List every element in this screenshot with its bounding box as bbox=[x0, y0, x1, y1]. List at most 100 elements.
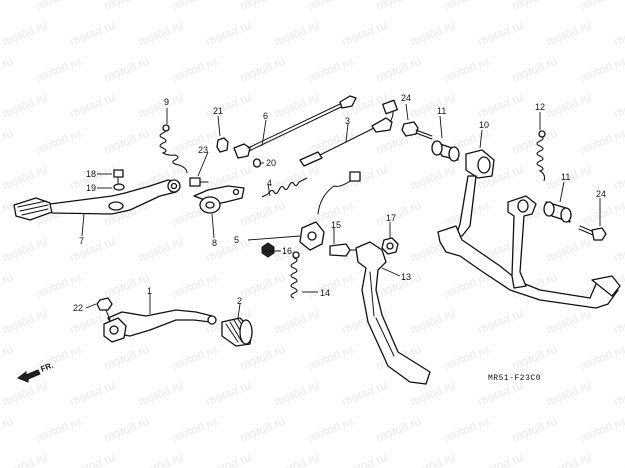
watermark-text: motod.ru bbox=[136, 234, 185, 265]
rubber-peg-2 bbox=[221, 317, 253, 347]
watermark-text: motod.ru bbox=[136, 450, 185, 468]
watermark-text: motod.ru bbox=[68, 450, 117, 468]
watermark-text: motod.ru bbox=[578, 126, 625, 157]
callout-5: 5 bbox=[234, 235, 239, 245]
watermark-text: motod.ru bbox=[34, 270, 83, 301]
watermark-text: motod.ru bbox=[170, 54, 219, 85]
watermark-text: motod.ru bbox=[102, 270, 151, 301]
watermark-text: motod.ru bbox=[102, 0, 151, 13]
watermark-text: motod.ru bbox=[136, 378, 185, 409]
watermark-text: motod.ru bbox=[272, 306, 321, 337]
collar-11-right bbox=[543, 201, 572, 223]
watermark-text: motod.ru bbox=[0, 270, 15, 301]
callout-labels: 1 2 3 4 5 6 7 8 9 10 11 11 12 13 14 15 1… bbox=[73, 93, 606, 313]
callout-13: 13 bbox=[401, 272, 411, 282]
callout-7: 7 bbox=[79, 236, 84, 246]
callout-16: 16 bbox=[282, 246, 292, 256]
watermark-text: motod.ru bbox=[306, 0, 355, 13]
spring-5 bbox=[299, 171, 361, 251]
watermark-text: motod.ru bbox=[238, 0, 287, 13]
watermark-text: motod.ru bbox=[0, 378, 49, 409]
callout-24-right: 24 bbox=[596, 189, 606, 199]
watermark-text: motod.ru bbox=[0, 414, 15, 445]
watermark-text: motod.ru bbox=[68, 234, 117, 265]
watermark-text: motod.ru bbox=[510, 414, 559, 445]
watermark-text: motod.ru bbox=[306, 54, 355, 85]
watermark-text: motod.ru bbox=[272, 18, 321, 49]
watermark-text: motod.ru bbox=[136, 90, 185, 121]
watermark-text: motod.ru bbox=[204, 450, 253, 468]
watermark-text: motod.ru bbox=[408, 306, 457, 337]
watermark-text: motod.ru bbox=[578, 54, 625, 85]
watermark-text: motod.ru bbox=[612, 378, 625, 409]
watermark-text: motod.ru bbox=[510, 0, 559, 13]
watermark-text: motod.ru bbox=[612, 90, 625, 121]
callout-11-right: 11 bbox=[561, 172, 570, 182]
watermark-text: motod.ru bbox=[374, 198, 423, 229]
watermark-text: motod.ru bbox=[170, 126, 219, 157]
watermark-text: motod.ru bbox=[136, 18, 185, 49]
watermark-text: motod.ru bbox=[34, 0, 83, 13]
watermark-text: motod.ru bbox=[68, 378, 117, 409]
watermark-text: motod.ru bbox=[544, 378, 593, 409]
watermark-text: motod.ru bbox=[306, 414, 355, 445]
watermark-text: motod.ru bbox=[306, 342, 355, 373]
watermark-text: motod.ru bbox=[578, 414, 625, 445]
watermark-text: motod.ru bbox=[34, 54, 83, 85]
watermark-text: motod.ru bbox=[612, 162, 625, 193]
watermark-text: motod.ru bbox=[170, 414, 219, 445]
watermark-text: motod.ru bbox=[612, 18, 625, 49]
front-direction-arrow bbox=[16, 369, 41, 383]
callout-17: 17 bbox=[386, 213, 396, 223]
diagram-code: MR51-F23C0 bbox=[488, 374, 541, 383]
watermark-text: motod.ru bbox=[612, 306, 625, 337]
watermark-text: motod.ru bbox=[0, 0, 15, 13]
watermark-text: motod.ru bbox=[0, 18, 49, 49]
main-stand-10 bbox=[437, 149, 621, 309]
watermark-text: motod.ru bbox=[0, 306, 49, 337]
watermark-text: motod.ru bbox=[272, 162, 321, 193]
watermark-text: motod.ru bbox=[374, 270, 423, 301]
watermark-text: motod.ru bbox=[442, 0, 491, 13]
watermark-text: motod.ru bbox=[510, 54, 559, 85]
spring-4 bbox=[261, 177, 308, 198]
callout-4: 4 bbox=[267, 178, 272, 188]
watermark-text: motod.ru bbox=[238, 414, 287, 445]
watermark-text: motod.ru bbox=[0, 234, 49, 265]
callout-6: 6 bbox=[263, 111, 268, 121]
side-stand-13 bbox=[355, 241, 431, 385]
callout-1: 1 bbox=[147, 286, 152, 296]
watermark-text: motod.ru bbox=[0, 126, 15, 157]
bolt-24-top bbox=[401, 121, 433, 140]
collar-11-top bbox=[431, 140, 460, 162]
watermark-text: motod.ru bbox=[238, 54, 287, 85]
spring-12 bbox=[536, 130, 546, 182]
watermark-text: motod.ru bbox=[0, 54, 15, 85]
watermark-text: motod.ru bbox=[442, 414, 491, 445]
watermark-text: motod.ru bbox=[272, 450, 321, 468]
watermark-text: motod.ru bbox=[170, 0, 219, 13]
watermark-text: motod.ru bbox=[102, 342, 151, 373]
watermark-text: motod.ru bbox=[340, 378, 389, 409]
watermark-text: motod.ru bbox=[102, 414, 151, 445]
watermark-text: motod.ru bbox=[374, 54, 423, 85]
watermark-text: motod.ru bbox=[238, 198, 287, 229]
bolt-24-right bbox=[578, 225, 607, 241]
watermark-text: motod.ru bbox=[408, 162, 457, 193]
nut-16 bbox=[261, 242, 275, 258]
callout-10: 10 bbox=[479, 120, 489, 130]
watermark-text: motod.ru bbox=[0, 450, 49, 468]
watermark-text: motod.ru bbox=[612, 450, 625, 468]
callout-23: 23 bbox=[198, 145, 208, 155]
brake-pedal bbox=[13, 179, 181, 221]
watermark-text: motod.ru bbox=[272, 378, 321, 409]
watermark-text: motod.ru bbox=[34, 414, 83, 445]
watermark-text: motod.ru bbox=[408, 450, 457, 468]
watermark-text: motod.ru bbox=[306, 270, 355, 301]
watermark-text: motod.ru bbox=[408, 90, 457, 121]
watermark-text: motod.ru bbox=[578, 0, 625, 13]
watermark-text: motod.ru bbox=[374, 414, 423, 445]
watermark-text: motod.ru bbox=[476, 306, 525, 337]
watermark-text: motod.ru bbox=[476, 90, 525, 121]
watermark-text: motod.ru bbox=[102, 54, 151, 85]
